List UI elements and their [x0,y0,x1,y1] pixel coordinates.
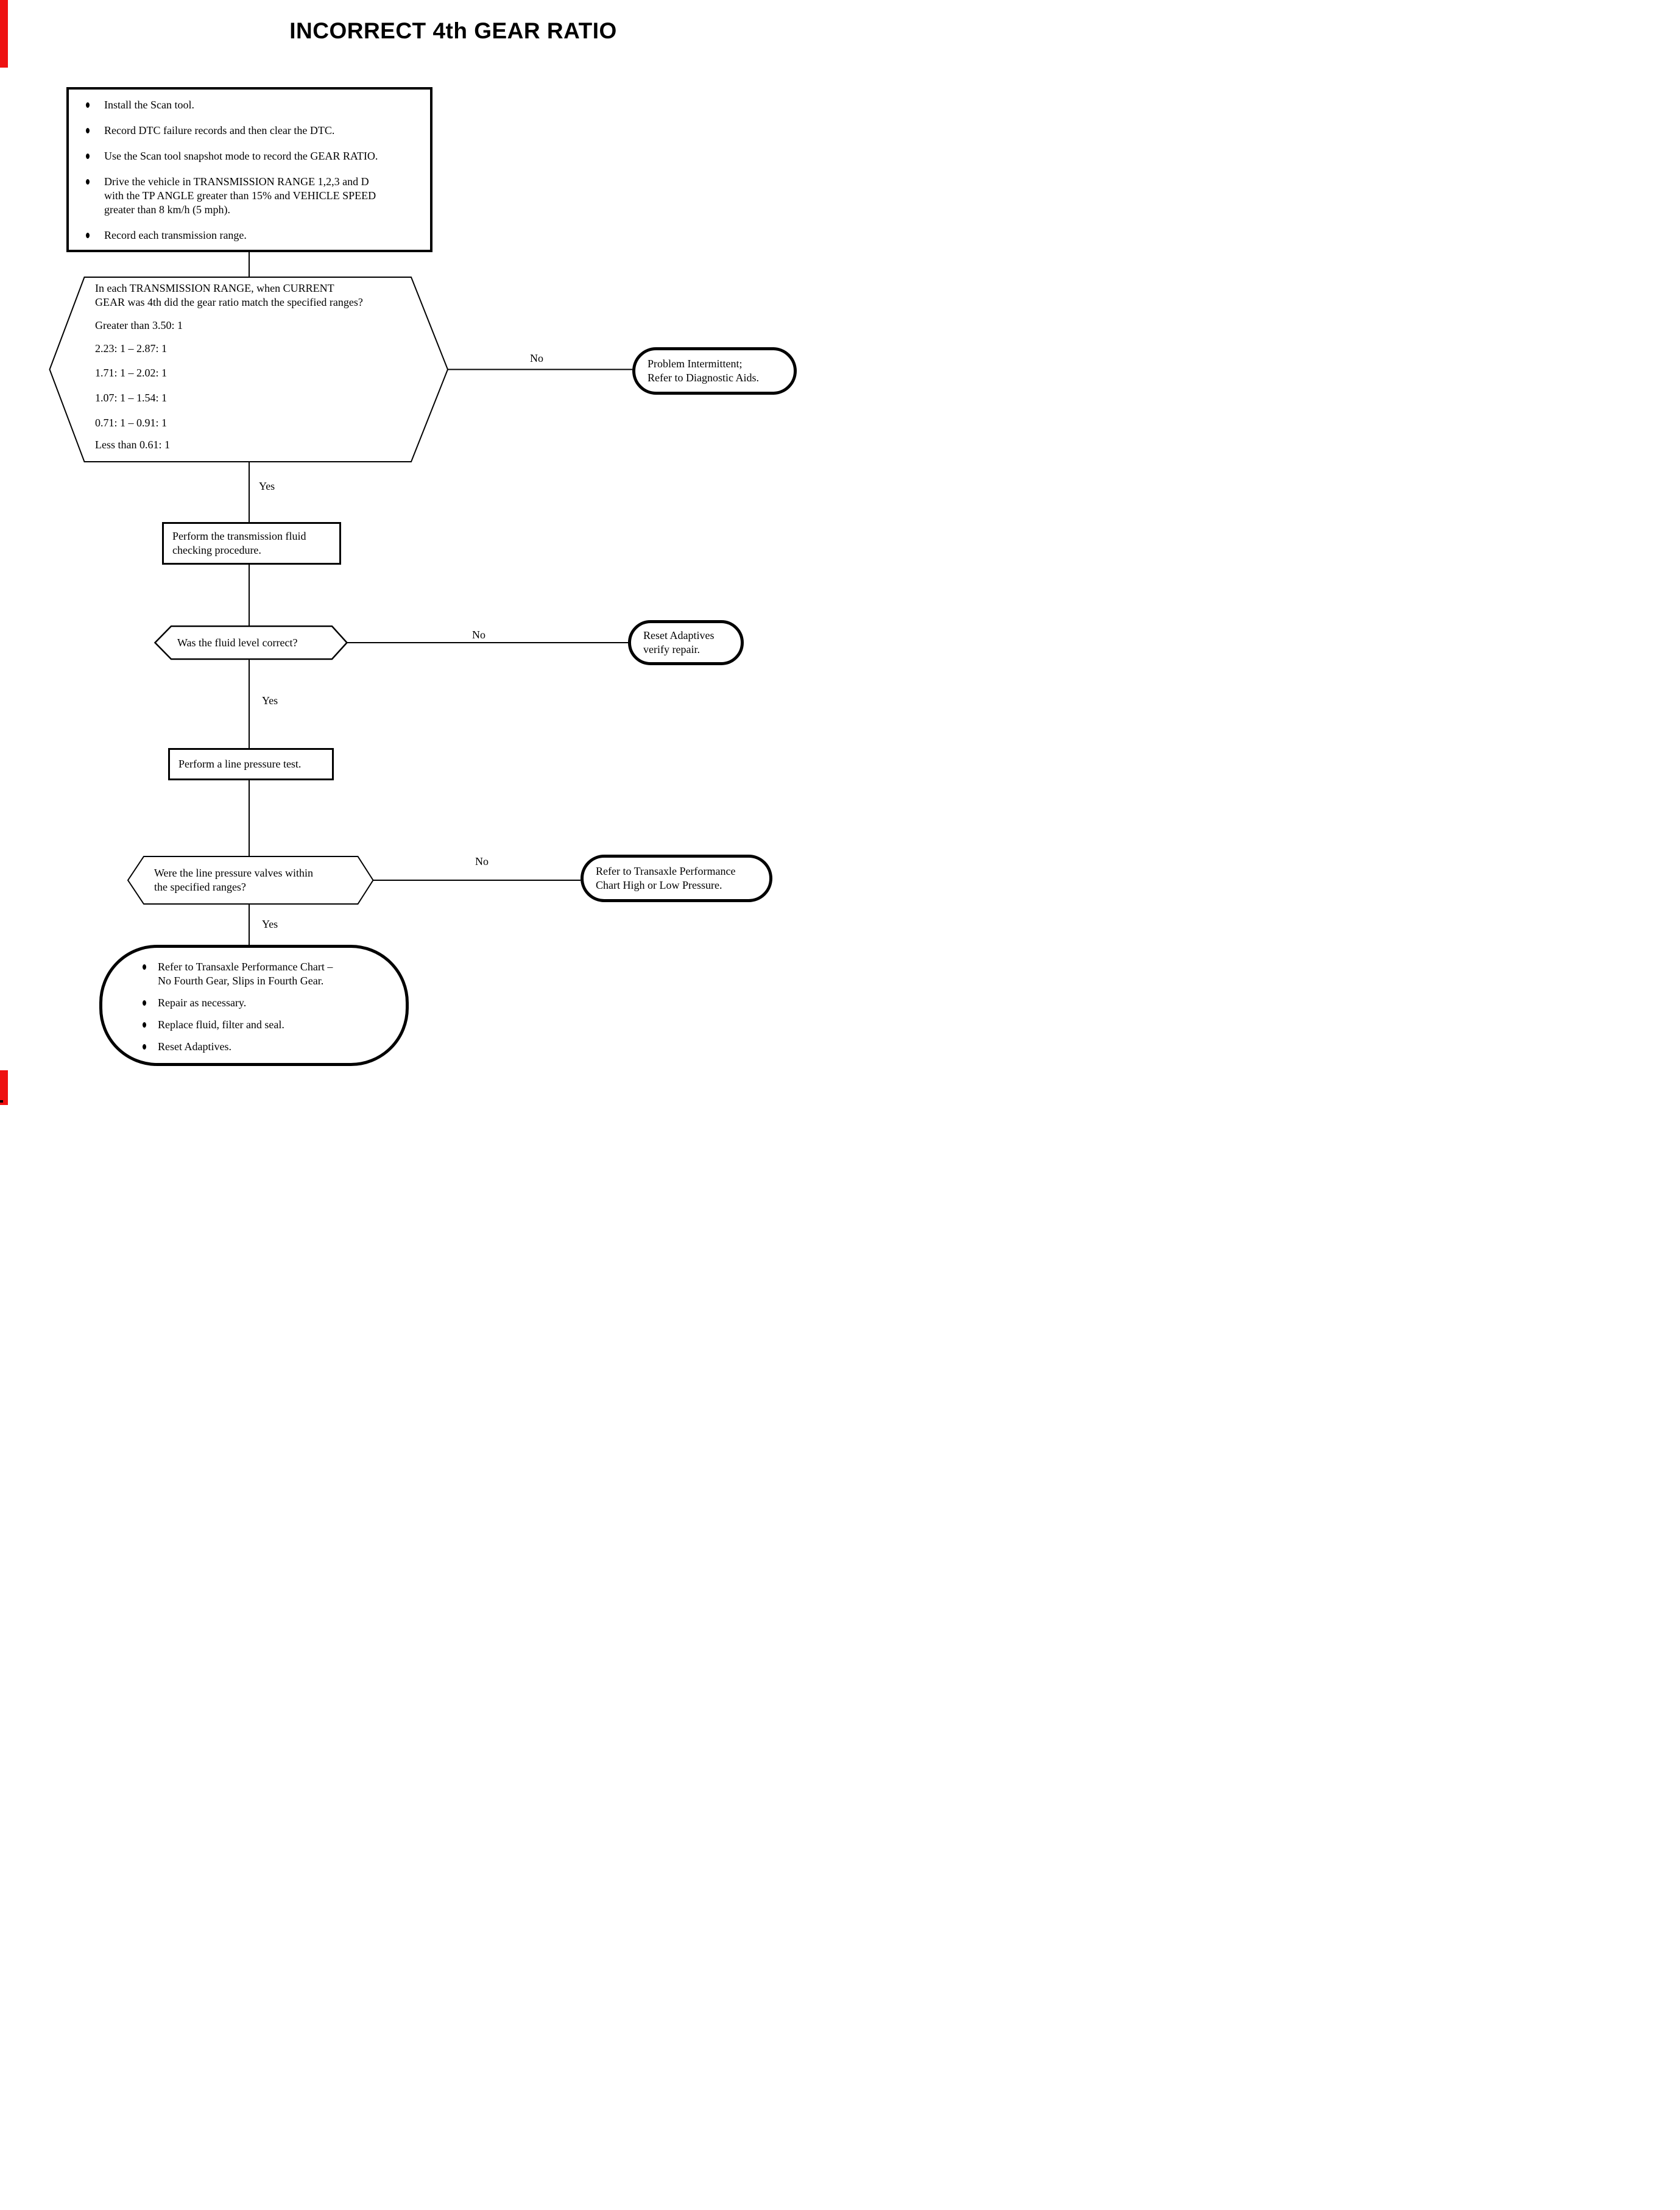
terminal-text-line: Problem Intermittent; [648,358,743,370]
list-item: Use the Scan tool snapshot mode to recor… [86,149,419,163]
list-item-text: Use the Scan tool snapshot mode to recor… [104,150,378,162]
bullet-icon [143,1000,146,1006]
decision-question-line: GEAR was 4th did the gear ratio match th… [95,296,363,308]
bullet-icon [86,233,90,238]
terminal-problem-intermittent: Problem Intermittent; Refer to Diagnosti… [632,347,797,395]
list-item: Refer to Transaxle Performance Chart – N… [143,960,394,988]
bullet-icon [143,964,146,970]
list-item: Record DTC failure records and then clea… [86,124,419,138]
gear-ratio-range: Less than 0.61: 1 [95,439,170,451]
bullet-icon [86,179,90,185]
gear-ratio-range: 0.71: 1 – 0.91: 1 [95,417,168,429]
decision-fluid-level-hexagon [154,625,348,660]
decision-line-pressure-text: Were the line pressure valves within the… [154,866,361,894]
red-edge-mark-bottom [0,1070,8,1105]
list-item: Drive the vehicle in TRANSMISSION RANGE … [86,175,419,217]
process-text-line: Perform the transmission fluid [172,530,306,542]
flowchart-page: INCORRECT 4th GEAR RATIO Install the Sca… [0,0,840,1105]
process-line-pressure-box: Perform a line pressure test. [168,748,334,780]
list-item-text: No Fourth Gear, Slips in Fourth Gear. [158,975,324,987]
gear-ratio-range: 1.07: 1 – 1.54: 1 [95,392,168,404]
gear-ratio-range: 1.71: 1 – 2.02: 1 [95,367,168,379]
terminal-pressure-chart: Refer to Transaxle Performance Chart Hig… [581,855,772,902]
terminal-text-line: verify repair. [643,643,700,655]
bullet-icon [86,102,90,108]
bullet-icon [86,128,90,133]
decision-line-pressure-hexagon [127,856,374,905]
gear-ratio-range: Greater than 3.50: 1 [95,319,183,331]
list-item: Record each transmission range. [86,228,419,242]
list-item-text: with the TP ANGLE greater than 15% and V… [104,189,376,202]
terminal-text-line: Chart High or Low Pressure. [596,879,722,891]
branch-label-no-1: No [530,352,543,364]
list-item: Replace fluid, filter and seal. [143,1018,394,1032]
gear-ratio-range: 2.23: 1 – 2.87: 1 [95,342,168,355]
decision-gear-ratio-hexagon [49,277,449,462]
list-item-text: Reset Adaptives. [158,1040,231,1053]
terminal-text-line: Refer to Diagnostic Aids. [648,372,759,384]
decision-question-line: Were the line pressure valves within [154,867,313,879]
page-title: INCORRECT 4th GEAR RATIO [289,18,617,43]
branch-label-yes-3: Yes [262,918,278,930]
decision-gear-ratio-text: In each TRANSMISSION RANGE, when CURRENT… [95,281,436,452]
flowchart-connectors [49,252,632,946]
branch-label-yes-2: Yes [262,694,278,707]
decision-fluid-level-text: Was the fluid level correct? [177,637,298,649]
list-item-text: Drive the vehicle in TRANSMISSION RANGE … [104,175,369,188]
list-item-text: Repair as necessary. [158,997,247,1009]
bullet-icon [86,154,90,159]
terminal-reset-adaptives: Reset Adaptives verify repair. [628,620,744,665]
process-text-line: Perform a line pressure test. [178,758,302,770]
list-item: Repair as necessary. [143,996,394,1010]
final-terminal-box: Refer to Transaxle Performance Chart – N… [99,945,409,1066]
terminal-text-line: Refer to Transaxle Performance [596,865,736,877]
decision-question-line: In each TRANSMISSION RANGE, when CURRENT [95,282,334,294]
start-process-box: Install the Scan tool. Record DTC failur… [66,87,432,252]
scan-artifact-dash [0,1100,3,1103]
process-fluid-check-box: Perform the transmission fluid checking … [162,522,341,565]
list-item-text: Refer to Transaxle Performance Chart – [158,961,333,973]
bullet-icon [143,1022,146,1028]
list-item-text: Install the Scan tool. [104,99,194,111]
list-item-text: Replace fluid, filter and seal. [158,1019,284,1031]
branch-label-yes-1: Yes [259,480,275,492]
list-item-text: Record each transmission range. [104,229,247,241]
list-item-text: greater than 8 km/h (5 mph). [104,203,230,216]
bullet-icon [143,1044,146,1050]
branch-label-no-2: No [472,629,485,641]
list-item-text: Record DTC failure records and then clea… [104,124,335,136]
branch-label-no-3: No [475,855,489,867]
terminal-text-line: Reset Adaptives [643,629,715,641]
list-item: Install the Scan tool. [86,98,419,112]
red-edge-mark-top [0,0,8,68]
process-text-line: checking procedure. [172,544,261,556]
list-item: Reset Adaptives. [143,1040,394,1054]
decision-question-line: the specified ranges? [154,881,246,893]
